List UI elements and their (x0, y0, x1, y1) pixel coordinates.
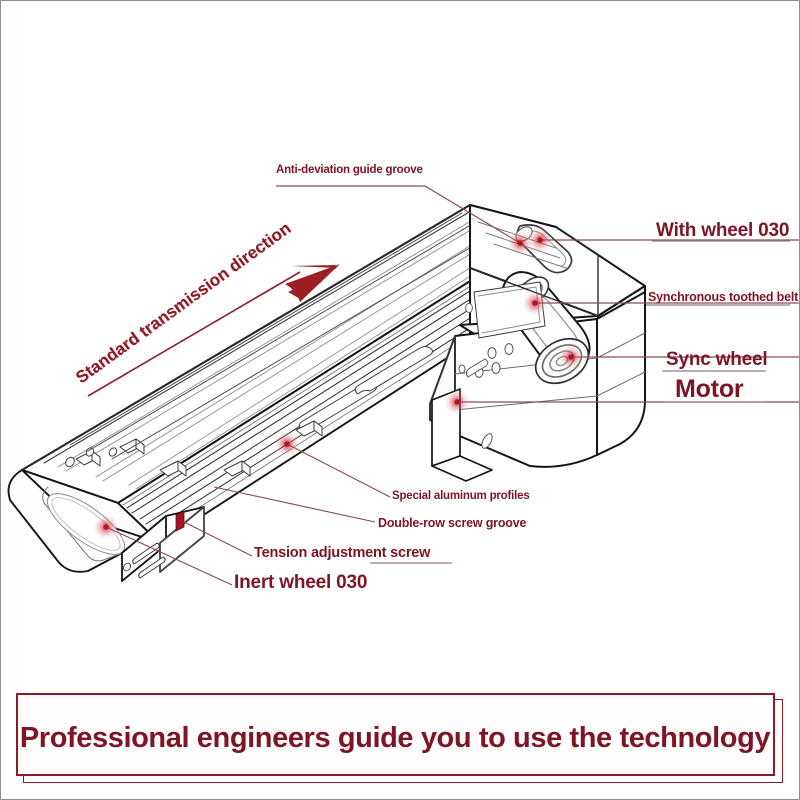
motor-side-detail (458, 358, 489, 378)
callout-label-with-wheel-030: With wheel 030 (656, 220, 790, 241)
callout-label-motor: Motor (675, 375, 744, 403)
marker-inert-wheel (92, 513, 120, 541)
leader-tension-screw (183, 521, 253, 557)
callout-label-double-row-screw-groove: Double-row screw groove (378, 516, 527, 530)
anti-deviation-guide-grooves (57, 211, 539, 490)
callout-label-tension-adjustment-screw: Tension adjustment screw (254, 545, 431, 561)
marker-toothed-belt (521, 289, 549, 317)
leader-inert-wheel (105, 526, 233, 586)
bottom-banner: Professional engineers guide you to use … (0, 660, 800, 800)
leader-screw-groove (213, 486, 376, 523)
leader-aluminum-profiles (286, 443, 391, 498)
marker-with-wheel (526, 226, 554, 254)
marker-aluminum-profiles (273, 430, 301, 458)
callout-label-anti-deviation-guide-groove: Anti-deviation guide groove (276, 164, 423, 176)
banner-title-text: Professional engineers guide you to use … (19, 721, 771, 754)
transmission-direction-arrow (87, 264, 340, 397)
tension-adjustment-screw (175, 510, 185, 532)
marker-motor (443, 388, 471, 416)
banner-outer-border (16, 693, 775, 776)
callout-label-synchronous-toothed-belt: Synchronous toothed belt (648, 290, 799, 304)
leader-anti-deviation (276, 185, 521, 244)
callout-label-special-aluminum-profiles: Special aluminum profiles (392, 490, 530, 502)
callout-label-sync-wheel: Sync wheel (666, 349, 768, 370)
left-mounting-hardware (65, 420, 323, 477)
side-slot-cutouts (298, 346, 433, 431)
conveyor-rear-edge (21, 204, 471, 471)
marker-sync-wheel (557, 343, 585, 371)
upper-rail-detail (69, 212, 491, 460)
label-underlines (370, 240, 790, 564)
callout-label-inert-wheel-030: Inert wheel 030 (234, 572, 368, 593)
